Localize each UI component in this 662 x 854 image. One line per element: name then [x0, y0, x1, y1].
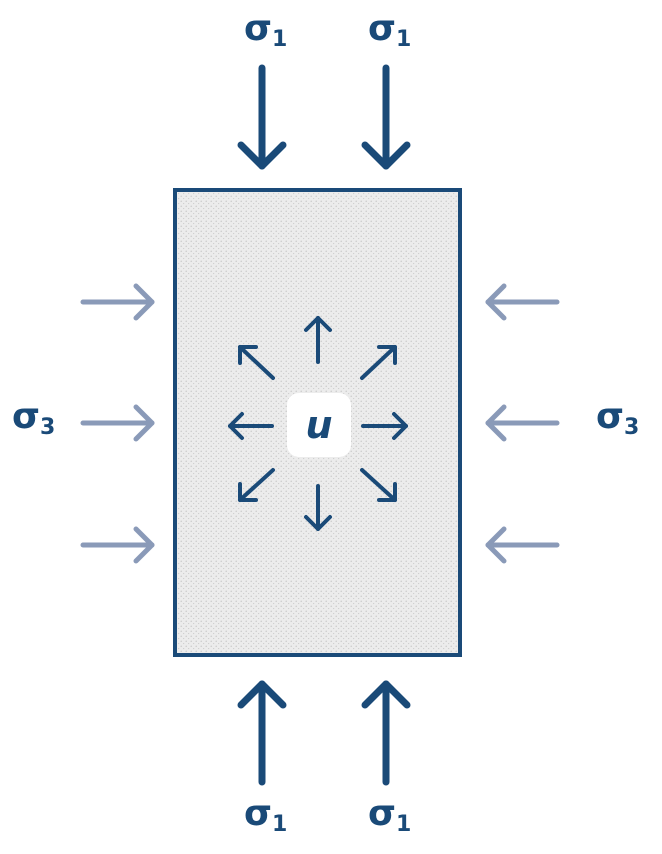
radial-arrow-right [361, 412, 408, 440]
radial-arrow-up [304, 316, 332, 364]
sigma3-arrow-left-top [80, 283, 155, 321]
radial-arrow-up-right [360, 345, 397, 380]
radial-arrow-down-left [238, 468, 275, 502]
sigma3-arrow-right-top [485, 283, 560, 321]
sigma1-label-top-left: σ1 [244, 8, 287, 52]
sigma3-label-right: σ3 [596, 396, 639, 440]
radial-arrow-down-right [360, 468, 397, 502]
sigma1-arrow-top-left [237, 64, 287, 170]
pore-pressure-box [287, 393, 351, 457]
sigma3-arrow-right-middle [485, 404, 560, 442]
sigma3-arrow-left-middle [80, 404, 155, 442]
radial-arrow-up-left [238, 345, 275, 380]
pore-pressure-label: u [305, 403, 332, 447]
sigma3-label-left: σ3 [12, 396, 55, 440]
radial-arrow-down [304, 484, 332, 531]
sigma1-label-bottom-right: σ1 [368, 793, 411, 837]
sigma3-arrow-right-bottom [485, 526, 560, 564]
sigma1-arrow-bottom-right [361, 680, 411, 786]
sigma3-arrow-left-bottom [80, 526, 155, 564]
sigma1-arrow-bottom-left [237, 680, 287, 786]
radial-arrow-left [228, 412, 274, 440]
sigma1-label-top-right: σ1 [368, 8, 411, 52]
sigma1-label-bottom-left: σ1 [244, 793, 287, 837]
sigma1-arrow-top-right [361, 64, 411, 170]
